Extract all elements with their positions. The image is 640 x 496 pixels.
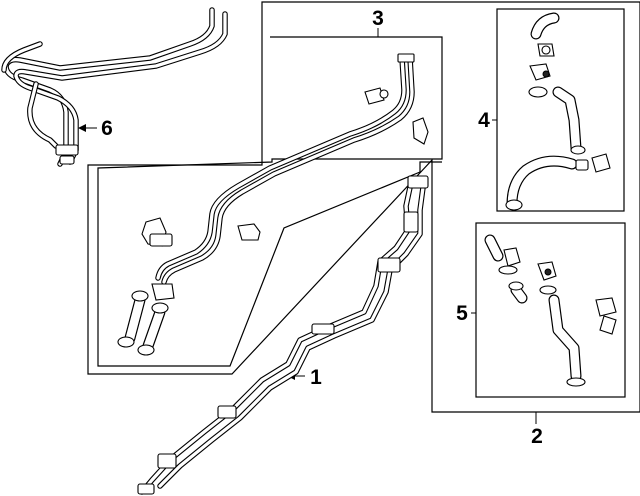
hose-kit-frame-4 xyxy=(496,8,625,212)
hose-kit-5 xyxy=(484,234,617,387)
callout-4: 4 xyxy=(478,109,490,132)
assembly-frame-3 xyxy=(97,36,443,367)
callout-6: 6 xyxy=(101,117,113,140)
hose-kit-frame-5 xyxy=(475,222,626,398)
callout-3: 3 xyxy=(372,7,384,30)
callout-6-arrow xyxy=(78,124,86,132)
tube-assembly-6 xyxy=(1,7,228,167)
hose-pair-3 xyxy=(117,290,169,356)
tube-assembly-3 xyxy=(141,53,429,301)
callout-5: 5 xyxy=(456,302,468,325)
callout-2: 2 xyxy=(531,425,543,448)
callout-1: 1 xyxy=(310,366,322,389)
tube-assembly-1 xyxy=(137,175,429,495)
hose-kit-4 xyxy=(505,12,611,211)
